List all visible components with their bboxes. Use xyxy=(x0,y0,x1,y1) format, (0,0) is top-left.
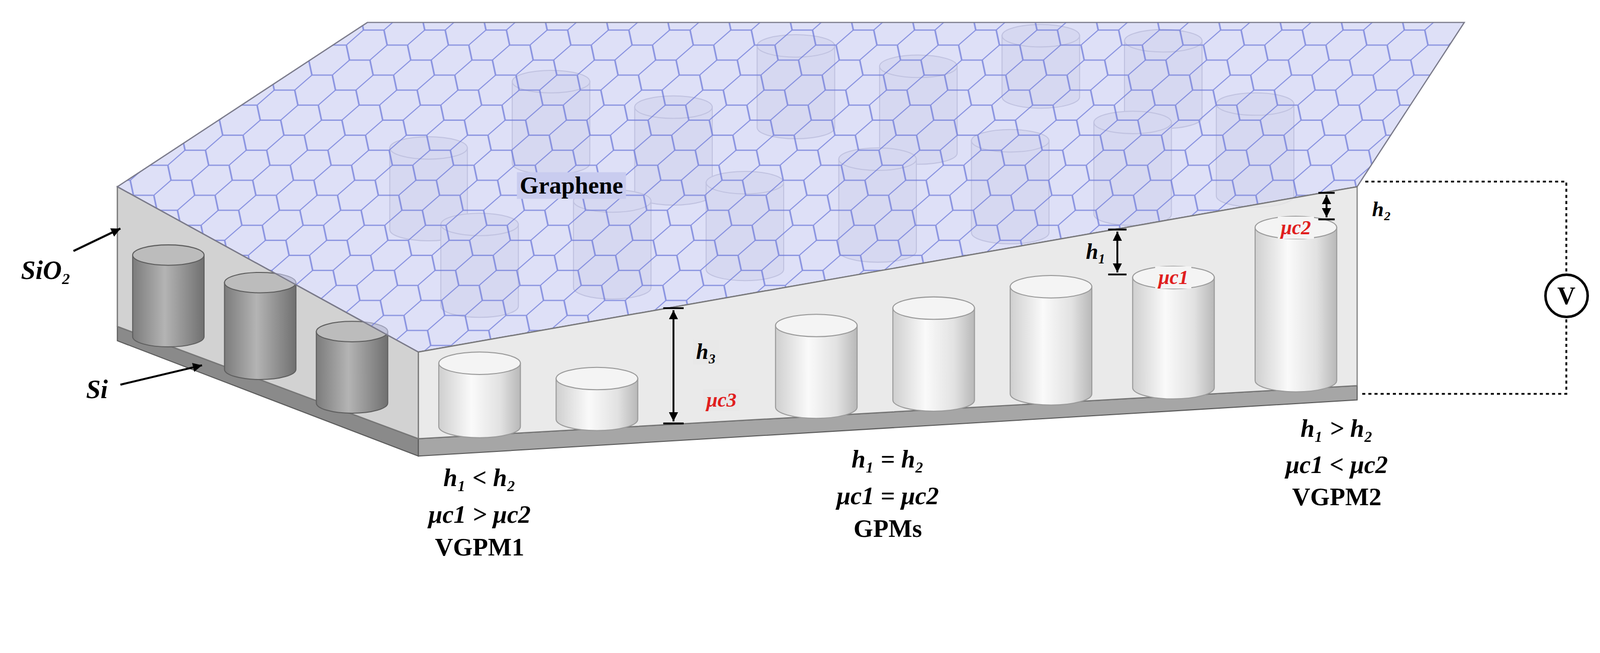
front-cylinders-part xyxy=(1255,227,1337,393)
front-cylinders-part xyxy=(1010,275,1092,299)
dimension-arrows-part xyxy=(663,308,684,424)
front-cylinders-part xyxy=(892,308,975,412)
material-label: Graphene xyxy=(516,172,626,200)
bias-wire-part xyxy=(1365,181,1567,273)
dimension-label: h₁ xyxy=(1085,239,1106,264)
front-cylinders xyxy=(438,216,1337,438)
front-cylinders-part xyxy=(438,351,521,375)
leader-arrows-part xyxy=(73,228,121,252)
condition-label: μc1 > μc2 xyxy=(428,500,531,528)
potential-label: μc1 xyxy=(1155,266,1192,289)
condition-label: h₁ < h₂ xyxy=(443,463,516,492)
dimension-arrows-part xyxy=(1116,231,1119,273)
front-cylinders-part xyxy=(775,314,858,337)
left-face-cylinders-part xyxy=(132,254,205,347)
dimension-label: h₃ xyxy=(693,339,720,364)
left-face-cylinders-part xyxy=(132,244,205,266)
material-label: SiO₂ xyxy=(21,255,71,285)
potential-label: μc2 xyxy=(1277,216,1314,239)
bias-wire xyxy=(1361,181,1567,394)
oxide-front-face-part xyxy=(418,186,1358,439)
front-cylinders-part xyxy=(1132,266,1214,290)
front-cylinders-part xyxy=(555,367,638,391)
group-name: GPMs xyxy=(853,514,922,543)
condition-label: μc1 = μc2 xyxy=(836,482,939,510)
dimension-arrows xyxy=(663,193,1335,424)
left-face-cylinders-part xyxy=(224,282,297,380)
dimension-arrows-part xyxy=(1318,193,1335,220)
front-cylinders-part xyxy=(1010,286,1092,405)
front-cylinders-part xyxy=(775,325,858,419)
condition-label: h₁ = h₂ xyxy=(851,445,924,474)
group-name: VGPM1 xyxy=(434,532,525,561)
leader-arrows-part xyxy=(120,365,203,386)
voltage-source: V xyxy=(1544,273,1589,319)
left-face-cylinders-part xyxy=(316,331,388,414)
dimension-label: h₂ xyxy=(1372,197,1392,221)
oxide-front-face xyxy=(418,186,1358,439)
condition-label: h₁ > h₂ xyxy=(1300,414,1373,443)
dimension-arrows-part xyxy=(1325,195,1328,218)
group-name: VGPM2 xyxy=(1291,483,1382,511)
voltage-symbol: V xyxy=(1557,281,1576,310)
leader-arrows xyxy=(73,228,203,386)
bias-wire-part xyxy=(1361,319,1567,394)
condition-label: μc1 < μc2 xyxy=(1285,450,1389,479)
dimension-arrows-part xyxy=(672,310,675,422)
material-label: Si xyxy=(85,375,108,405)
front-cylinders-part xyxy=(892,297,975,320)
potential-label: μc3 xyxy=(703,389,740,412)
dimension-arrows-part xyxy=(1108,229,1127,275)
front-cylinders-part xyxy=(1132,277,1214,400)
